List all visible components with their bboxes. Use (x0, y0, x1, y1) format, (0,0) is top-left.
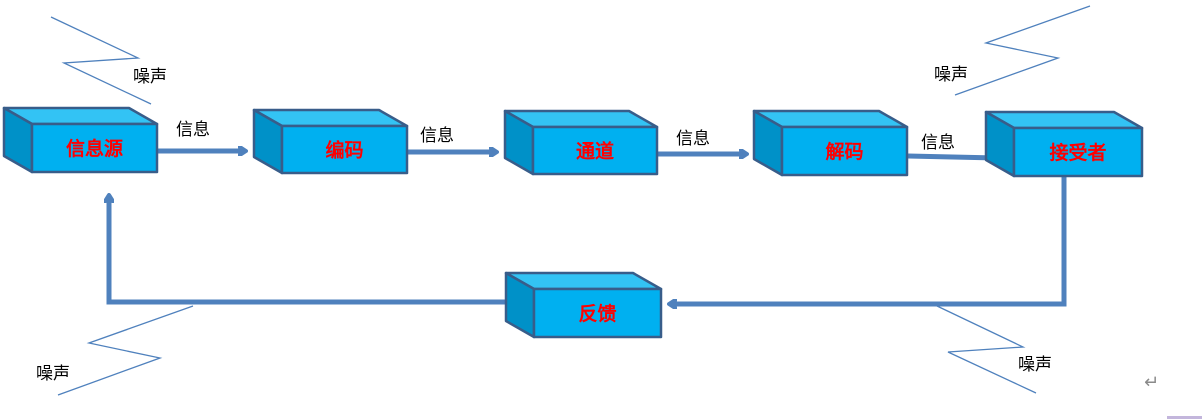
box-front-face (30, 122, 159, 174)
box-encoder: 编码 (252, 108, 409, 175)
box-feedback: 反馈 (504, 271, 663, 339)
edge-label-source-encoder: 信息 (176, 120, 210, 140)
edge-label-decoder-receiver: 信息 (921, 133, 955, 153)
noise-zigzag-top-left (50, 16, 152, 105)
box-receiver: 接受者 (984, 110, 1144, 178)
selection-indicator (1167, 416, 1202, 419)
box-label: 信息源 (66, 137, 123, 160)
edge-label-channel-decoder: 信息 (676, 129, 710, 149)
arrow-receiver-to-feedback (670, 176, 1067, 304)
box-label: 编码 (325, 139, 363, 162)
edge-label-encoder-channel: 信息 (420, 126, 454, 146)
noise-label-top-left: 噪声 (133, 67, 167, 87)
box-front-face (780, 125, 909, 177)
box-channel: 通道 (503, 109, 659, 176)
noise-zigzag-bottom-right (936, 305, 1037, 394)
paragraph-mark: ↵ (1144, 372, 1160, 393)
noise-zigzag-bottom-left (57, 305, 194, 396)
box-label: 通道 (576, 140, 614, 163)
box-label: 接受者 (1049, 141, 1106, 164)
box-source: 信息源 (2, 106, 159, 174)
arrow-feedback-to-source (109, 196, 506, 305)
noise-label-top-right: 噪声 (934, 65, 968, 85)
box-label: 解码 (825, 140, 863, 163)
box-decoder: 解码 (752, 109, 909, 177)
box-label: 反馈 (578, 302, 616, 325)
noise-zigzag-top-right (954, 5, 1091, 96)
noise-label-bottom-left: 噪声 (36, 364, 70, 384)
box-front-face (1012, 126, 1144, 178)
box-front-face (531, 125, 659, 176)
box-front-face (532, 287, 663, 339)
box-front-face (280, 124, 409, 175)
noise-label-bottom-right: 噪声 (1018, 355, 1052, 375)
arrow-decoder-to-receiver (907, 156, 997, 158)
